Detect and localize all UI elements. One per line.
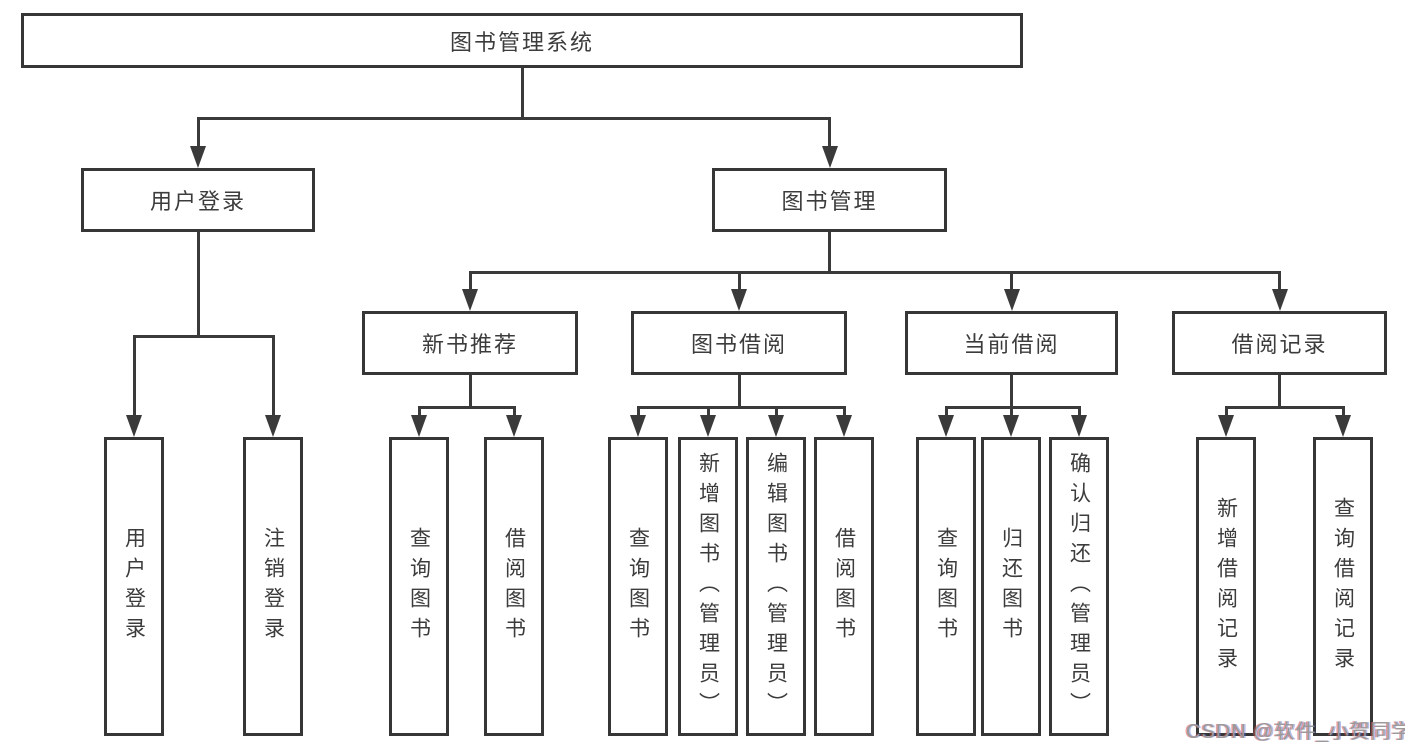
leaf-label: 编辑图书（管理员） bbox=[764, 451, 788, 722]
connector-line bbox=[196, 118, 200, 150]
arrow-head bbox=[731, 289, 747, 311]
connector-line bbox=[1009, 407, 1013, 419]
connector-line bbox=[468, 375, 472, 409]
leaf-query-books-current: 查询图书 bbox=[916, 437, 976, 736]
node-label: 图书管理 bbox=[781, 189, 878, 214]
connector-line bbox=[271, 336, 275, 419]
connector-line bbox=[520, 68, 524, 120]
connector-line bbox=[842, 407, 846, 419]
node-library-management-system: 图书管理系统 bbox=[21, 13, 1023, 68]
csdn-watermark: CSDN @软件_小贺同学 bbox=[1186, 721, 1405, 743]
arrow-head bbox=[821, 146, 838, 168]
leaf-label: 借阅图书 bbox=[502, 526, 526, 647]
node-label: 用户登录 bbox=[149, 189, 246, 214]
connector-line bbox=[417, 407, 421, 419]
node-user-login: 用户登录 bbox=[81, 168, 315, 232]
node-label: 图书管理系统 bbox=[449, 29, 594, 55]
arrow-head bbox=[1218, 415, 1234, 437]
arrow-head bbox=[1271, 289, 1288, 311]
leaf-add-borrow-record: 新增借阅记录 bbox=[1196, 437, 1256, 736]
connector-line bbox=[944, 407, 948, 419]
arrow-head bbox=[462, 289, 478, 311]
node-label: 当前借阅 bbox=[963, 332, 1060, 357]
leaf-confirm-return-admin: 确认归还（管理员） bbox=[1049, 437, 1109, 736]
connector-line bbox=[132, 334, 275, 338]
connector-line bbox=[737, 375, 741, 409]
leaf-label: 新增图书（管理员） bbox=[696, 451, 720, 722]
node-current-borrowing: 当前借阅 bbox=[905, 311, 1118, 375]
arrow-head bbox=[768, 415, 784, 437]
connector-line bbox=[512, 407, 516, 419]
connector-line bbox=[737, 272, 741, 293]
connector-line bbox=[1278, 272, 1281, 293]
connector-line bbox=[1224, 407, 1228, 419]
arrow-head bbox=[126, 415, 142, 437]
connector-line bbox=[636, 405, 846, 409]
leaf-query-books-recommend: 查询图书 bbox=[389, 437, 449, 736]
leaf-return-book: 归还图书 bbox=[981, 437, 1041, 736]
arrow-head bbox=[411, 415, 427, 437]
connector-line bbox=[1010, 375, 1013, 409]
leaf-label: 注销登录 bbox=[261, 526, 285, 647]
node-borrowing-records: 借阅记录 bbox=[1172, 311, 1387, 375]
leaf-query-borrow-record: 查询借阅记录 bbox=[1313, 437, 1373, 736]
arrow-head bbox=[506, 415, 522, 437]
node-label: 借阅记录 bbox=[1231, 332, 1328, 357]
connector-line bbox=[1278, 375, 1281, 409]
leaf-label: 借阅图书 bbox=[832, 526, 856, 647]
node-label: 图书借阅 bbox=[690, 332, 787, 357]
leaf-label: 用户登录 bbox=[122, 526, 146, 647]
node-label: 新书推荐 bbox=[421, 332, 518, 357]
connector-line bbox=[944, 405, 1081, 409]
connector-line bbox=[774, 407, 778, 419]
connector-line bbox=[132, 336, 136, 419]
connector-line bbox=[468, 270, 1281, 274]
arrow-head bbox=[630, 415, 646, 437]
leaf-borrow-books-recommend: 借阅图书 bbox=[484, 437, 544, 736]
arrow-head bbox=[1335, 415, 1351, 437]
arrow-head bbox=[1003, 415, 1019, 437]
leaf-label: 查询图书 bbox=[934, 526, 958, 647]
arrow-head bbox=[700, 415, 716, 437]
leaf-borrow-books-borrowing: 借阅图书 bbox=[814, 437, 874, 736]
leaf-user-login: 用户登录 bbox=[104, 437, 164, 736]
connector-line bbox=[468, 272, 472, 293]
leaf-label: 确认归还（管理员） bbox=[1067, 451, 1091, 722]
connector-line bbox=[706, 407, 710, 419]
leaf-edit-book-admin: 编辑图书（管理员） bbox=[746, 437, 806, 736]
leaf-label: 新增借阅记录 bbox=[1214, 496, 1238, 677]
node-book-management: 图书管理 bbox=[712, 168, 947, 232]
connector-line bbox=[196, 116, 831, 120]
arrow-head bbox=[1003, 289, 1020, 311]
arrow-head bbox=[265, 415, 281, 437]
node-new-book-recommend: 新书推荐 bbox=[362, 311, 578, 375]
connector-line bbox=[1077, 407, 1081, 419]
connector-line bbox=[1341, 407, 1345, 419]
arrow-head bbox=[190, 146, 206, 168]
connector-line bbox=[636, 407, 640, 419]
leaf-add-book-admin: 新增图书（管理员） bbox=[678, 437, 738, 736]
arrow-head bbox=[938, 415, 954, 437]
connector-line bbox=[196, 232, 200, 338]
connector-line bbox=[1010, 272, 1013, 293]
node-book-borrowing: 图书借阅 bbox=[631, 311, 847, 375]
connector-line bbox=[417, 405, 516, 409]
connector-line bbox=[1224, 405, 1345, 409]
leaf-label: 查询借阅记录 bbox=[1331, 496, 1355, 677]
connector-line bbox=[828, 118, 831, 150]
leaf-label: 归还图书 bbox=[999, 526, 1023, 647]
arrow-head bbox=[836, 415, 852, 437]
connector-line bbox=[828, 232, 831, 274]
leaf-query-books-borrowing: 查询图书 bbox=[608, 437, 668, 736]
leaf-label: 查询图书 bbox=[407, 526, 431, 647]
arrow-head bbox=[1071, 415, 1087, 437]
leaf-logout: 注销登录 bbox=[243, 437, 303, 736]
leaf-label: 查询图书 bbox=[626, 526, 650, 647]
